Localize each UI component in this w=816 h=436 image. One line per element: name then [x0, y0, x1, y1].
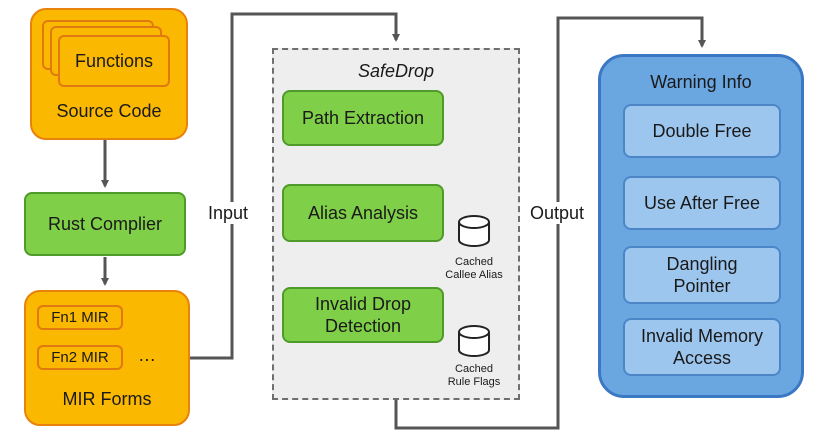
warning-dangling-pointer: Dangling Pointer — [623, 246, 781, 304]
safedrop-title: SafeDrop — [357, 61, 435, 81]
cache-rule-flags-caption: Cached Rule Flags — [432, 363, 516, 389]
alias-analysis-box: Alias Analysis — [282, 184, 444, 242]
input-label: Input — [206, 202, 251, 224]
rust-compiler-box: Rust Complier — [24, 192, 186, 256]
dangling-line1: Dangling — [666, 254, 738, 274]
cache2-line1: Cached — [455, 363, 493, 375]
cache2-line2: Rule Flags — [447, 376, 501, 388]
dangling-line2: Pointer — [673, 276, 731, 296]
arrow-mir-to-safedrop — [190, 12, 400, 360]
database-icon — [458, 325, 490, 357]
warning-double-free: Double Free — [623, 104, 781, 158]
fn2-mir-tag: Fn2 MIR — [37, 345, 123, 370]
fn1-mir-tag: Fn1 MIR — [37, 305, 123, 330]
warning-info-title: Warning Info — [650, 72, 752, 92]
invalid-drop-line2: Detection — [324, 316, 402, 336]
invalid-drop-detection-box: Invalid Drop Detection — [282, 287, 444, 343]
cache-callee-alias-caption: Cached Callee Alias — [432, 256, 516, 282]
cache1-line2: Callee Alias — [445, 269, 503, 281]
cache1-line1: Cached — [455, 256, 493, 268]
invalid-memory-line1: Invalid Memory — [640, 326, 764, 346]
warning-use-after-free: Use After Free — [623, 176, 781, 230]
database-icon — [458, 215, 490, 247]
invalid-drop-line1: Invalid Drop — [314, 294, 412, 314]
invalid-memory-line2: Access — [672, 348, 732, 368]
warning-invalid-memory-access: Invalid Memory Access — [623, 318, 781, 376]
mir-ellipsis: … — [138, 345, 156, 365]
path-extraction-box: Path Extraction — [282, 90, 444, 146]
mir-forms-label: MIR Forms — [62, 389, 152, 409]
source-code-label: Source Code — [56, 101, 162, 121]
functions-box: Functions — [58, 35, 170, 87]
output-label: Output — [528, 202, 587, 224]
